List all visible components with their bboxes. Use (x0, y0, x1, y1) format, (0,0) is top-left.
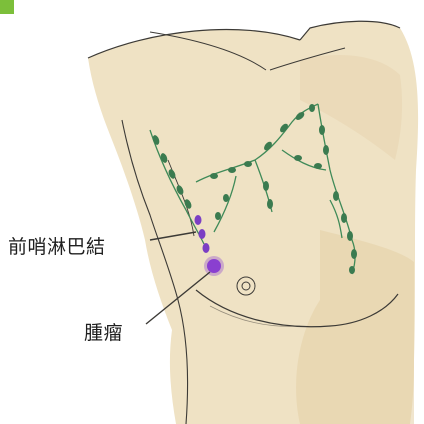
tumor (204, 256, 224, 276)
lymph-node (319, 125, 325, 135)
lymph-node (333, 191, 339, 201)
lymph-node (244, 161, 252, 167)
lymph-node (349, 266, 355, 274)
lymph-node (228, 167, 236, 173)
lymph-node (309, 104, 315, 112)
lymph-node (294, 155, 302, 161)
lymph-node (263, 181, 269, 191)
lymph-node (215, 212, 221, 220)
lymph-node (323, 145, 329, 155)
lymph-node (351, 249, 357, 259)
lymph-node (223, 194, 229, 202)
sentinel-node (203, 243, 210, 253)
lymph-node (347, 231, 353, 241)
tumor-label: 腫瘤 (84, 318, 123, 345)
sentinel-node (195, 215, 202, 225)
lymph-node (314, 163, 322, 169)
torso (88, 21, 418, 424)
sentinel-lymph-node-label: 前哨淋巴結 (8, 232, 106, 259)
tumor-core (207, 259, 221, 273)
lymph-node (341, 213, 347, 223)
lymph-node (210, 173, 218, 179)
sentinel-node (199, 229, 206, 239)
lymph-node (267, 199, 273, 209)
